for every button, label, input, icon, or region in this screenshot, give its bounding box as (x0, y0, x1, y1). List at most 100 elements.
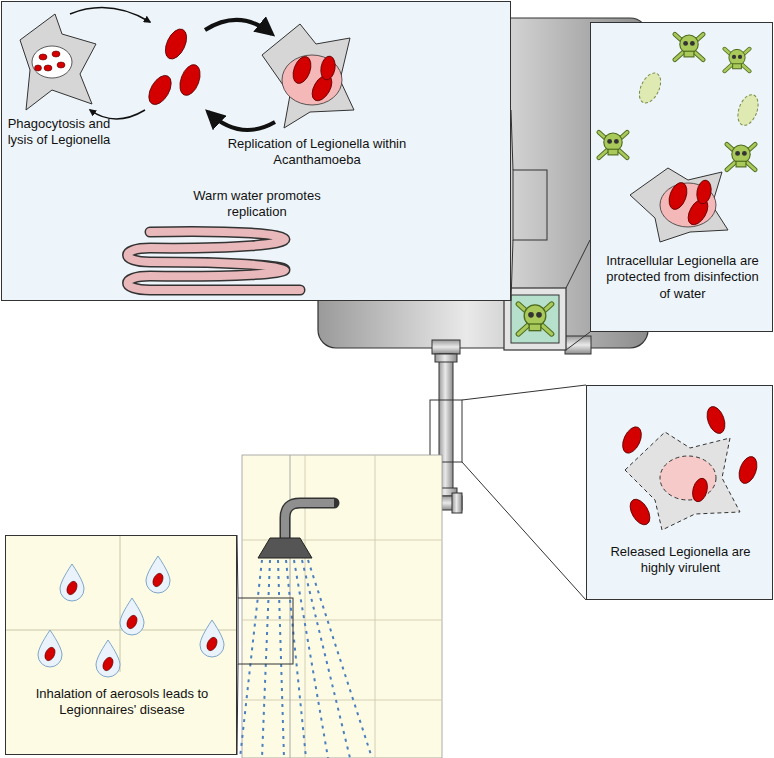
amoeba-cell (35, 51, 66, 71)
shower-water (262, 560, 270, 758)
disinfection-panel (635, 70, 665, 107)
disinfection-panel (725, 49, 750, 72)
aerosol-droplets (120, 598, 144, 635)
release-panel (586, 385, 773, 600)
aerosol-droplets (65, 580, 79, 596)
amoeba-cell (290, 54, 337, 104)
control-box (518, 304, 551, 334)
zoom-lines (462, 385, 586, 400)
aerosol-droplets (96, 640, 120, 677)
aerosol-panel (5, 535, 237, 755)
aerosol-droplets (38, 630, 62, 667)
amoeba-cell (20, 14, 96, 110)
water-pipe (452, 493, 462, 513)
aerosol-droplets (205, 636, 219, 652)
zoom-lines (566, 332, 590, 350)
disinfection-panel (599, 132, 627, 158)
shower-head (285, 503, 334, 538)
callout-text: Warm water promotes replication (182, 188, 332, 221)
amoeba-cell (32, 46, 72, 78)
aerosol-panel (5, 535, 237, 672)
shower-water (302, 560, 350, 758)
callout-text: Inhalation of aerosols leads to Legionna… (18, 686, 226, 719)
legionella-bacteria (666, 179, 713, 228)
shower-water (278, 560, 284, 758)
cycle-arrows (208, 112, 275, 130)
legionella-bacteria (144, 26, 204, 109)
aerosol-droplets (146, 556, 170, 593)
water-tank (565, 336, 591, 354)
disinfection-panel (675, 34, 703, 60)
aerosol-droplets (200, 620, 224, 657)
water-tank (432, 340, 460, 354)
disinfection-panel (590, 22, 773, 332)
disinfection-panel (590, 22, 773, 332)
legionella-bacteria (144, 72, 176, 109)
amoeba-cell (52, 51, 60, 57)
callout-panel: Inhalation of aerosols leads to Legionna… (5, 535, 237, 755)
callout-text: Intracellular Legionella are protected f… (603, 253, 762, 302)
shower-head (258, 538, 312, 558)
aerosol-droplets (60, 564, 84, 601)
shower-head (285, 503, 334, 538)
amoeba-cell (290, 54, 315, 86)
lysed-amoeba (625, 432, 740, 530)
zoom-lines (237, 535, 238, 598)
bathroom-wall (242, 455, 442, 758)
aerosol-droplets (60, 564, 84, 601)
aerosol-droplets (38, 556, 224, 677)
amoeba-cell (39, 54, 47, 60)
legionella-bacteria (161, 26, 191, 63)
amoeba-cell (262, 24, 354, 128)
callout-text: Released Legionella are highly virulent (597, 544, 764, 577)
amoeba-cell (630, 168, 728, 242)
cycle-arrows (70, 8, 275, 130)
heating-coil (128, 232, 301, 290)
legionella-bacteria (736, 454, 761, 486)
amoeba-cell (262, 24, 354, 128)
bathroom-wall (242, 455, 442, 758)
replication-panel (1, 1, 511, 301)
zoom-lines (462, 462, 586, 600)
amoeba-cell (282, 55, 342, 105)
shower-water (308, 560, 372, 758)
release-panel (586, 385, 773, 600)
amoeba-cell (35, 65, 42, 71)
shower-water (240, 560, 372, 758)
shower-water (286, 560, 306, 758)
aerosol-droplets (96, 640, 120, 677)
aerosol-droplets (120, 598, 144, 635)
callout-text: Phagocytosis and lysis of Legionella (4, 116, 114, 149)
legionella-bacteria (626, 496, 654, 528)
callout-panel: Intracellular Legionella are protected f… (590, 22, 773, 332)
zoom-lines (511, 110, 513, 170)
control-box (511, 295, 559, 343)
water-pipe (430, 400, 462, 462)
aerosol-droplets (43, 646, 57, 662)
aerosol-droplets (146, 556, 170, 593)
shower-head (258, 503, 334, 558)
callout-panel: Phagocytosis and lysis of LegionellaRepl… (1, 1, 511, 301)
legionella-bacteria (704, 404, 729, 436)
shower-water (294, 560, 328, 758)
legionella-bacteria (695, 179, 713, 205)
aerosol-panel (5, 535, 237, 755)
disinfection-panel (635, 70, 762, 128)
zoom-frame (238, 598, 293, 664)
legionella-bacteria (690, 477, 710, 504)
aerosol-droplets (200, 620, 224, 657)
zoom-lines (566, 240, 590, 288)
cycle-arrows (205, 20, 272, 34)
cycle-arrows (70, 8, 150, 22)
bathroom-wall (242, 455, 442, 758)
shower-water (240, 560, 262, 758)
callout-panel: Released Legionella are highly virulent (586, 385, 773, 600)
control-box (504, 288, 566, 350)
disinfection-panel (727, 144, 755, 170)
legionella-bacteria (666, 180, 691, 212)
water-tank (513, 170, 547, 240)
heating-coil (128, 232, 301, 290)
amoeba-cell (319, 55, 337, 81)
amoeba-cell (20, 14, 96, 110)
